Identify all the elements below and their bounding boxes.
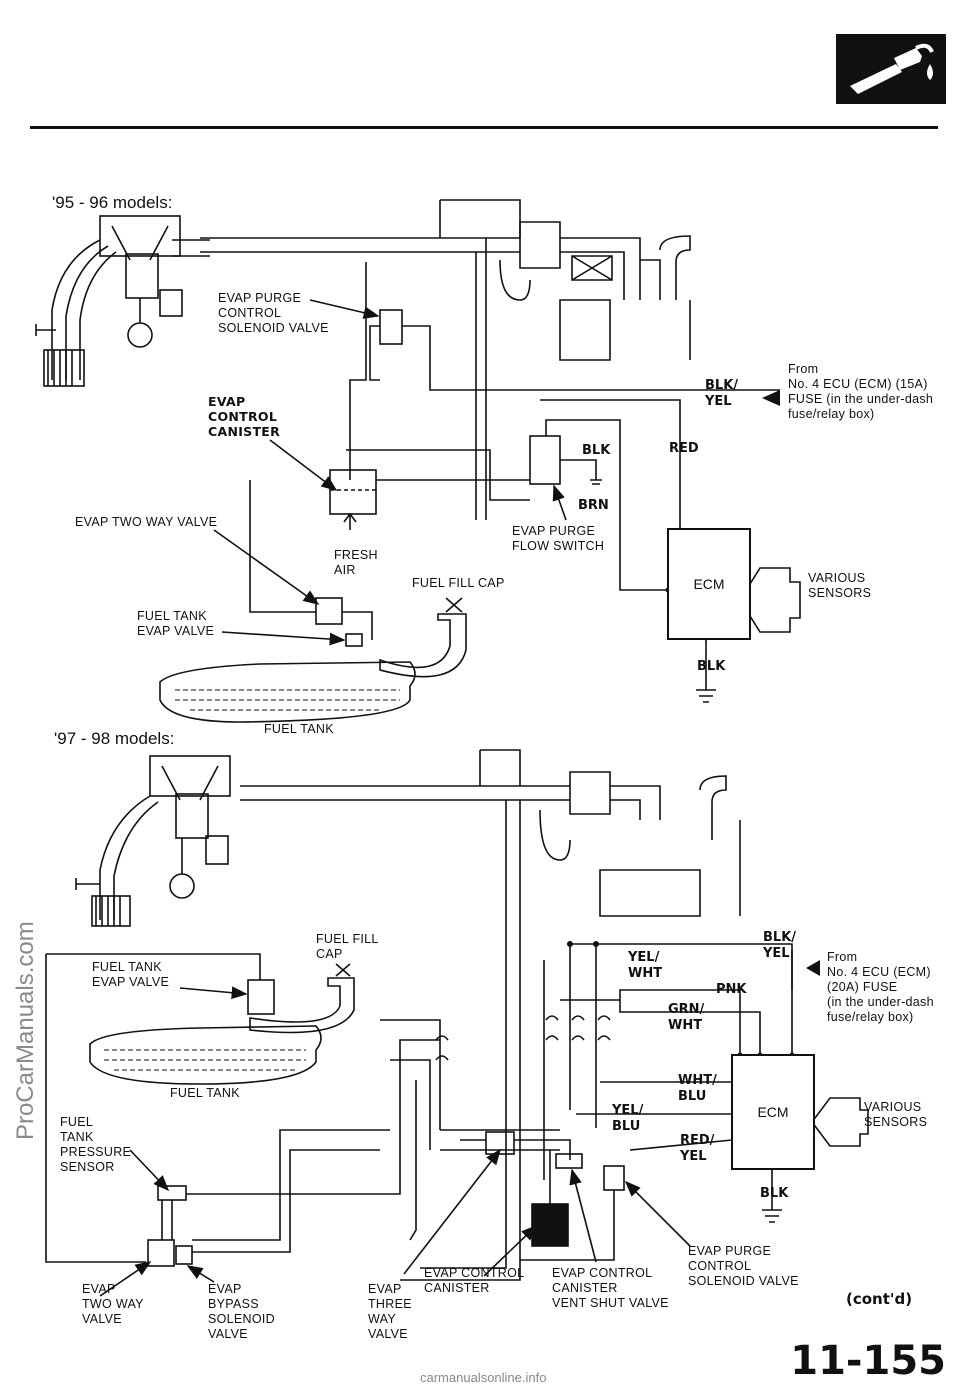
wire-red-yel-97: RED/ YEL — [680, 1133, 715, 1164]
wire-blk-yel-95: BLK/ YEL — [705, 378, 739, 409]
ecm-95: ECM — [667, 528, 751, 640]
ecm-label-97: ECM — [757, 1104, 789, 1120]
wire-pnk-97: PNK — [716, 982, 747, 997]
label-evap-control-canister-95: EVAP CONTROL CANISTER — [208, 394, 281, 439]
label-fuel-tank-evap-valve-97: FUEL TANK EVAP VALVE — [92, 960, 170, 989]
label-fuel-tank-97: FUEL TANK — [170, 1086, 240, 1100]
label-evap-purge-control-solenoid-97: EVAP PURGE CONTROL SOLENOID VALVE — [688, 1244, 799, 1288]
engine-97 — [75, 755, 231, 927]
label-fuel-fill-cap-95: FUEL FILL CAP — [412, 576, 505, 590]
wire-red-95: RED — [669, 441, 699, 456]
label-evap-control-canister-97: EVAP CONTROL CANISTER — [424, 1266, 525, 1295]
label-evap-two-way-valve-95: EVAP TWO WAY VALVE — [75, 515, 218, 529]
footer-site: carmanualsonline.info — [420, 1370, 547, 1385]
label-fuel-tank-95: FUEL TANK — [264, 722, 334, 736]
wire-blk-yel-97: BLK/ YEL — [763, 930, 797, 961]
label-evap-vent-shut-valve-97: EVAP CONTROL CANISTER VENT SHUT VALVE — [552, 1266, 669, 1310]
wire-blk-switch-95: BLK — [582, 443, 611, 458]
wire-yel-blu-97: YEL/ BLU — [612, 1103, 644, 1134]
label-fresh-air-95: FRESH AIR — [334, 548, 378, 577]
label-evap-bypass-solenoid-valve-97: EVAP BYPASS SOLENOID VALVE — [208, 1282, 275, 1341]
label-evap-three-way-valve-97: EVAP THREE WAY VALVE — [368, 1282, 412, 1341]
label-various-sensors-97: VARIOUS SENSORS — [864, 1100, 928, 1129]
wire-blk-ground-95: BLK — [697, 659, 726, 674]
section-title-97-98: '97 - 98 models: — [54, 729, 175, 748]
label-evap-purge-control-solenoid-95: EVAP PURGE CONTROL SOLENOID VALVE — [218, 291, 329, 335]
section-title-95-96: '95 - 96 models: — [52, 193, 173, 212]
wire-grn-wht-97: GRN/ WHT — [668, 1002, 705, 1033]
wire-blk-ground-97: BLK — [760, 1186, 789, 1201]
watermark: ProCarManuals.com — [12, 921, 39, 1140]
fuel-nozzle-icon — [836, 34, 946, 104]
engine-95 — [35, 215, 210, 387]
label-fuel-fill-cap-97: FUEL FILL CAP — [316, 932, 379, 961]
header-rule — [30, 126, 938, 129]
label-from-fuse-95: From No. 4 ECU (ECM) (15A) FUSE (in the … — [788, 362, 934, 421]
label-various-sensors-95: VARIOUS SENSORS — [808, 571, 872, 600]
label-evap-purge-flow-switch-95: EVAP PURGE FLOW SWITCH — [512, 524, 605, 553]
ecm-97: ECM — [731, 1054, 815, 1170]
wire-yel-wht-97: YEL/ WHT — [628, 950, 663, 981]
continued-label: (cont'd) — [846, 1290, 913, 1308]
label-from-fuse-97: From No. 4 ECU (ECM) (20A) FUSE (in the … — [827, 950, 934, 1024]
label-evap-two-way-valve-97: EVAP TWO WAY VALVE — [82, 1282, 144, 1326]
wire-brn-95: BRN — [578, 498, 609, 513]
ecm-label-95: ECM — [693, 576, 725, 592]
page-number: 11-155 — [790, 1338, 946, 1384]
wire-wht-blu-97: WHT/ BLU — [678, 1073, 717, 1104]
label-fuel-tank-evap-valve-95: FUEL TANK EVAP VALVE — [137, 609, 215, 638]
label-fuel-tank-pressure-sensor-97: FUEL TANK PRESSURE SENSOR — [60, 1115, 132, 1174]
